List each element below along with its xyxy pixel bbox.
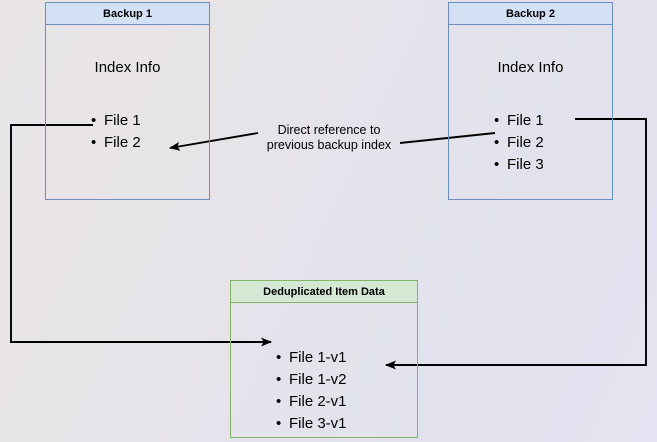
node-backup2-body: Index Info File 1 File 2 File 3 [449, 25, 612, 199]
node-backup1-section-title: Index Info [94, 59, 161, 76]
node-backup2-header: Backup 2 [449, 3, 612, 25]
node-backup1[interactable]: Backup 1 Index Info File 1 File 2 [45, 2, 210, 200]
list-item: File 2-v1 [276, 391, 346, 413]
list-item: File 1-v1 [276, 347, 346, 369]
list-item: File 1 [494, 110, 544, 132]
list-item: File 1-v2 [276, 369, 346, 391]
node-backup2-title: Backup 2 [506, 7, 555, 20]
node-deduplicated-item-data[interactable]: Deduplicated Item Data File 1-v1 File 1-… [230, 280, 418, 438]
node-backup1-header: Backup 1 [46, 3, 209, 25]
node-dedup-body: File 1-v1 File 1-v2 File 2-v1 File 3-v1 [231, 303, 417, 437]
node-backup1-title: Backup 1 [103, 7, 152, 20]
node-backup1-body: Index Info File 1 File 2 [46, 25, 209, 199]
list-item: File 1 [91, 110, 141, 132]
node-backup2[interactable]: Backup 2 Index Info File 1 File 2 File 3 [448, 2, 613, 200]
edge-reference-label: Direct reference to previous backup inde… [266, 123, 392, 152]
list-item: File 2 [494, 132, 544, 154]
list-item: File 3 [494, 154, 544, 176]
node-dedup-header: Deduplicated Item Data [231, 281, 417, 303]
node-dedup-title: Deduplicated Item Data [263, 285, 385, 298]
node-backup2-file-list: File 1 File 2 File 3 [489, 110, 544, 176]
node-backup1-file-list: File 1 File 2 [86, 110, 141, 154]
list-item: File 2 [91, 132, 141, 154]
node-dedup-file-list: File 1-v1 File 1-v2 File 2-v1 File 3-v1 [271, 347, 346, 435]
list-item: File 3-v1 [276, 413, 346, 435]
node-backup2-section-title: Index Info [497, 59, 564, 76]
